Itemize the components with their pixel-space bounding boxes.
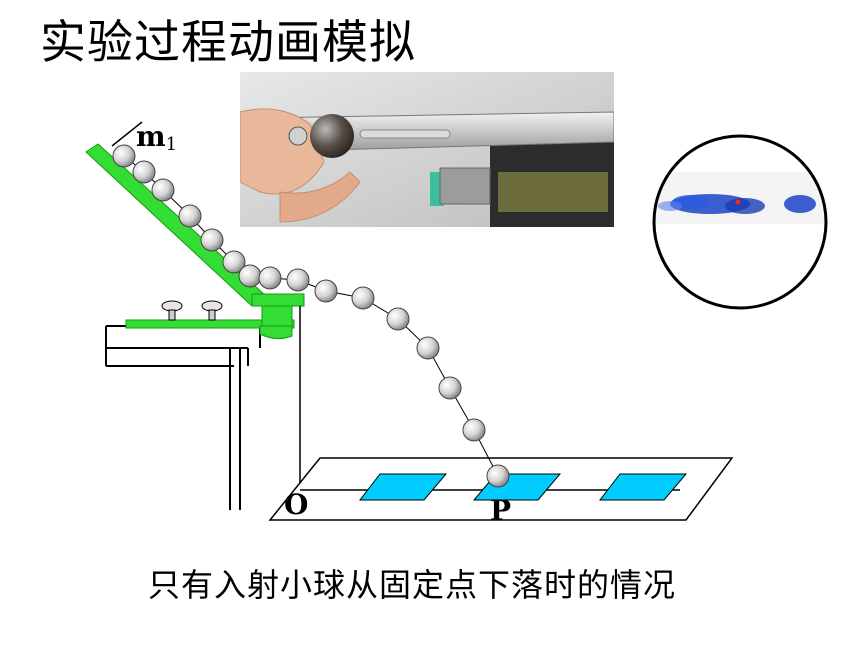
ball [462,418,486,442]
ball [132,160,156,184]
ball [112,144,136,168]
apparatus-photo [240,72,614,227]
thumb-screw [201,300,223,321]
ball [314,279,338,303]
ball [258,266,282,290]
origin-label: O [284,488,308,521]
ball [286,268,310,292]
table [105,325,268,510]
mass-label: m1 [136,120,177,155]
ball-sequence [112,144,510,488]
ball [222,250,246,274]
inclined-track [85,143,305,307]
thumb-screw [161,300,183,321]
carbon-paper [358,473,448,501]
ball [200,228,224,252]
ball [416,336,440,360]
average-impact-dot [735,199,741,205]
ball [438,376,462,400]
release-marker [111,121,143,147]
landing-point-label: P [490,494,511,527]
carbon-paper [598,473,688,501]
ball [351,286,375,310]
steel-ball [310,114,354,158]
ball [178,204,202,228]
ball [486,464,510,488]
ball [386,307,410,331]
ball [238,264,262,288]
slide-title: 实验过程动画模拟 [40,15,416,69]
ball [151,178,175,202]
impact-mark-inset [652,134,828,310]
trajectory-path [123,155,499,477]
slide-caption: 只有入射小球从固定点下落时的情况 [148,566,677,604]
